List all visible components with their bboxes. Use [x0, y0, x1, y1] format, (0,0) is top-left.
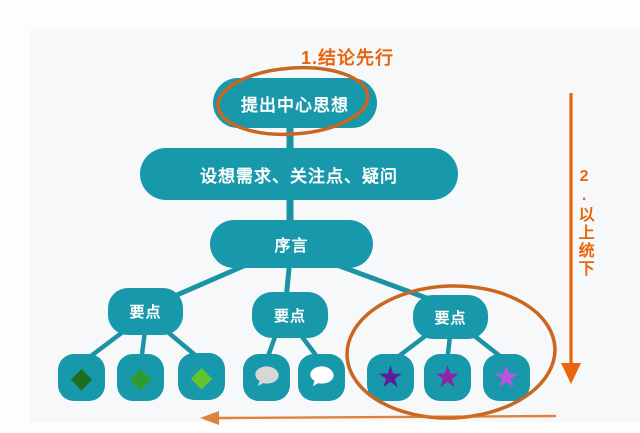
node-keypoint-2: 要点 — [252, 292, 328, 338]
node-keypoint-3: 要点 — [413, 295, 488, 339]
leaf-node — [243, 354, 290, 401]
annotation-top-governs-bottom: 2.以上统下 — [575, 168, 593, 278]
star-icon: ★ — [377, 360, 404, 394]
star-icon: ★ — [493, 360, 520, 394]
leaf-node: ◆ — [178, 353, 225, 400]
speech-bubble-icon — [254, 365, 279, 386]
annotation-conclusion-first: 1.结论先行 — [301, 48, 395, 68]
node-needs-concerns: 设想需求、关注点、疑问 — [140, 148, 458, 200]
leaf-node: ◆ — [58, 354, 105, 401]
leaf-node: ★ — [424, 354, 471, 401]
speech-bubble-icon — [309, 365, 334, 386]
leaf-node: ★ — [483, 354, 530, 401]
node-keypoint-1: 要点 — [108, 288, 183, 335]
node-preface: 序言 — [210, 220, 373, 268]
node-central-idea: 提出中心思想 — [213, 78, 377, 128]
diamond-icon: ◆ — [129, 361, 152, 393]
leaf-node: ★ — [367, 354, 414, 401]
leaf-node — [298, 354, 345, 401]
star-icon: ★ — [434, 360, 461, 394]
diamond-icon: ◆ — [70, 361, 93, 393]
diamond-icon: ◆ — [190, 360, 213, 392]
leaf-node: ◆ — [117, 354, 164, 401]
